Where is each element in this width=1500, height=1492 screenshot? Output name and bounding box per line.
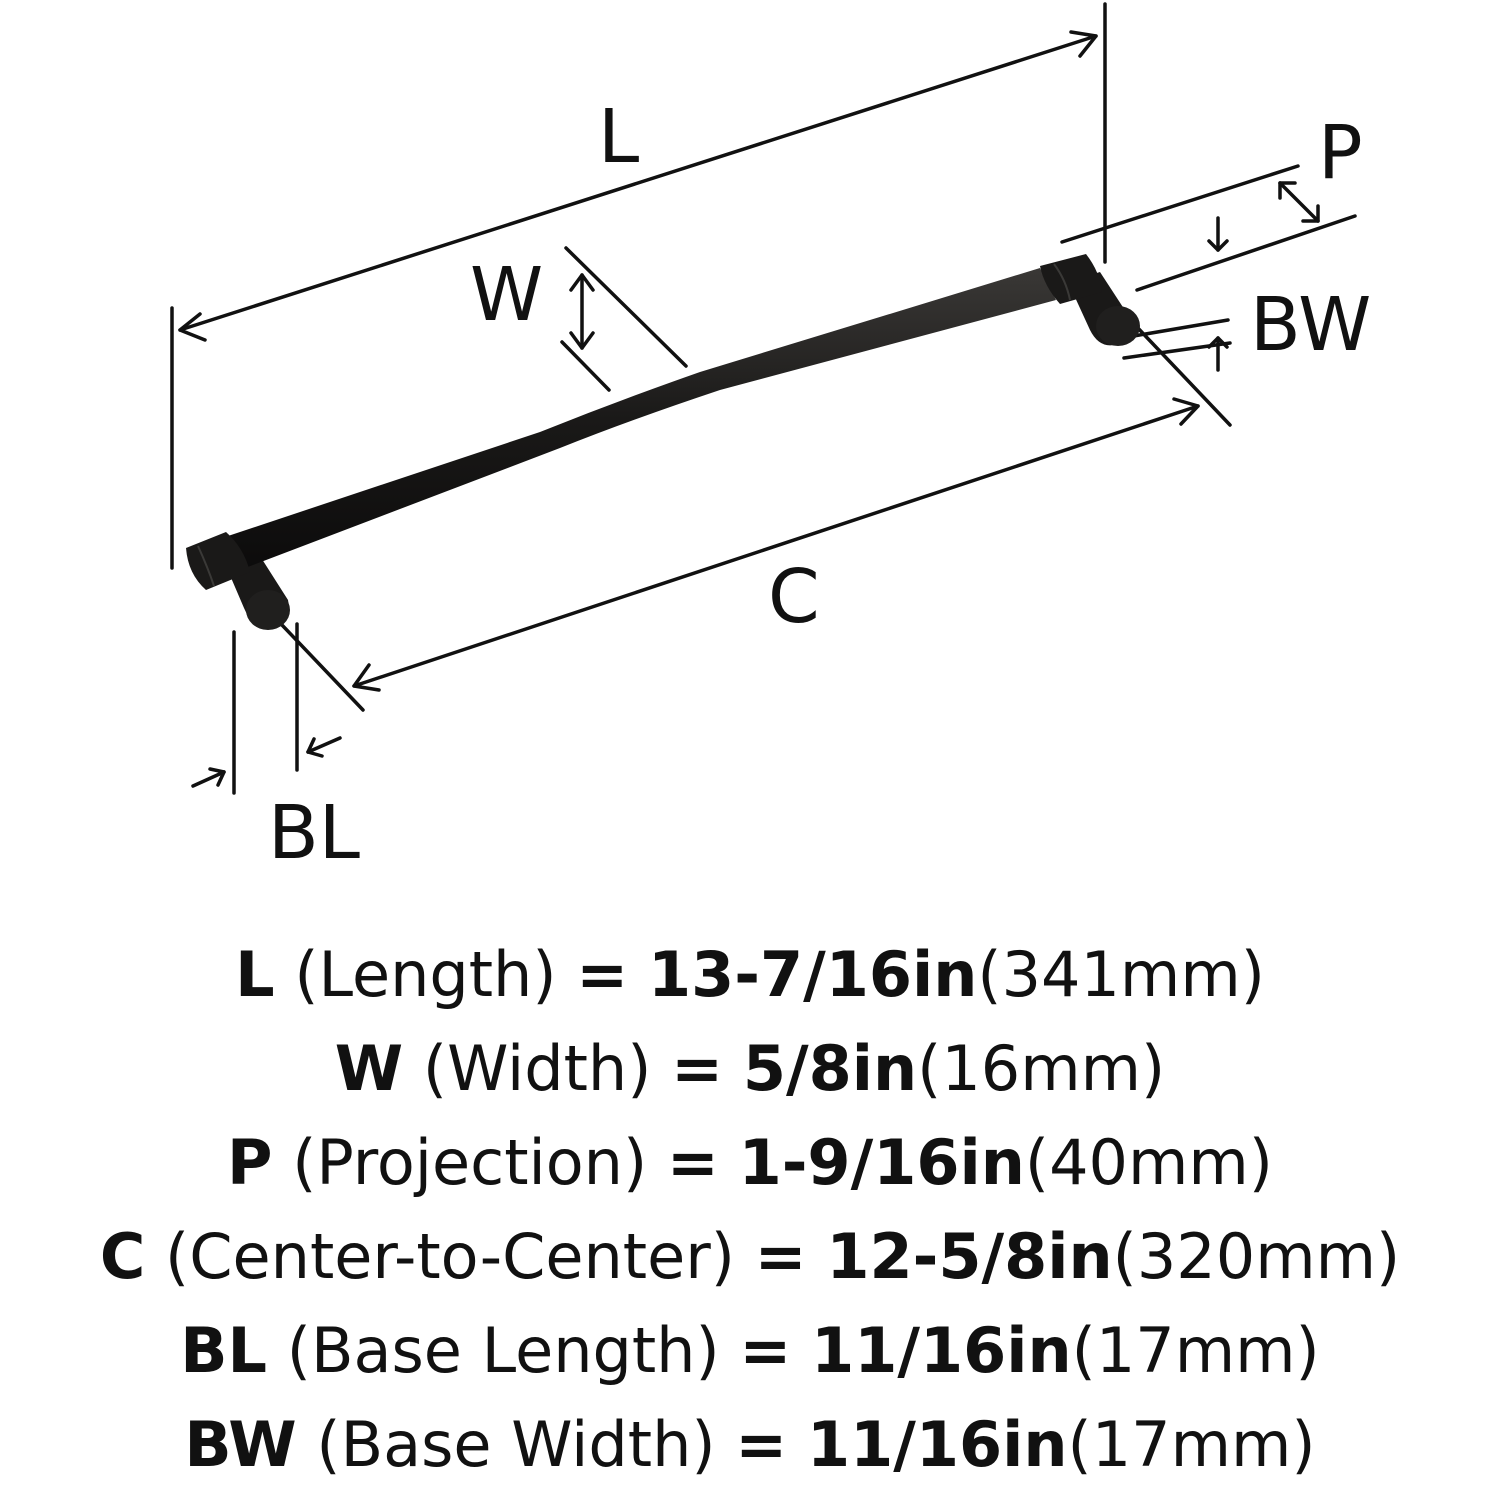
spec-code: P bbox=[227, 1126, 273, 1199]
w-extension-upper bbox=[564, 246, 688, 368]
p-extension-upper bbox=[1060, 164, 1300, 244]
left-end-cap bbox=[186, 532, 250, 590]
spec-metric: (341mm) bbox=[977, 938, 1265, 1011]
w-arrow-top bbox=[569, 273, 595, 292]
c-dimension-line bbox=[352, 404, 1200, 688]
spec-name: (Base Length) bbox=[286, 1314, 720, 1387]
spec-imperial: 11/16in bbox=[806, 1408, 1068, 1481]
spec-name: (Width) bbox=[422, 1032, 652, 1105]
bw-tick-arrow bbox=[1207, 336, 1229, 349]
label-p: P bbox=[1318, 110, 1363, 196]
spec-metric: (320mm) bbox=[1112, 1220, 1401, 1293]
label-l: L bbox=[598, 94, 639, 180]
label-bl: BL bbox=[268, 790, 360, 876]
p-dimension-line bbox=[1278, 181, 1320, 223]
c-arrow-right bbox=[1172, 397, 1200, 426]
spec-code: W bbox=[334, 1032, 404, 1105]
p-arrow-lower bbox=[1301, 204, 1320, 223]
spec-equals: = bbox=[754, 1220, 807, 1293]
label-c: C bbox=[768, 554, 820, 640]
bl-arrow-left-head bbox=[208, 767, 226, 787]
spec-row-base-length: BL (Base Length) = 11/16in(17mm) bbox=[0, 1304, 1500, 1398]
bar-body bbox=[222, 268, 1056, 570]
p-tick-arrow bbox=[1207, 239, 1229, 252]
l-dimension-line bbox=[178, 34, 1098, 332]
w-arrow-bottom bbox=[569, 331, 595, 350]
spec-imperial: 1-9/16in bbox=[738, 1126, 1025, 1199]
spec-equals: = bbox=[576, 938, 629, 1011]
spec-equals: = bbox=[666, 1126, 719, 1199]
p-arrow-upper bbox=[1278, 181, 1297, 200]
spec-imperial: 11/16in bbox=[811, 1314, 1072, 1387]
c-arrow-left bbox=[352, 663, 381, 692]
spec-imperial: 13-7/16in bbox=[647, 938, 978, 1011]
spec-row-base-width: BW (Base Width) = 11/16in(17mm) bbox=[0, 1398, 1500, 1492]
bl-arrow-left-shaft bbox=[191, 770, 226, 788]
spec-row-length: L (Length) = 13-7/16in(341mm) bbox=[0, 928, 1500, 1022]
spec-metric: (17mm) bbox=[1067, 1408, 1316, 1481]
spec-code: BL bbox=[180, 1314, 268, 1387]
spec-code: C bbox=[99, 1220, 146, 1293]
spec-row-width: W (Width) = 5/8in(16mm) bbox=[0, 1022, 1500, 1116]
spec-name: (Length) bbox=[294, 938, 557, 1011]
spec-code: BW bbox=[184, 1408, 297, 1481]
label-w: W bbox=[470, 252, 543, 338]
spec-name: (Base Width) bbox=[316, 1408, 716, 1481]
dimension-spec-list: L (Length) = 13-7/16in(341mm) W (Width) … bbox=[0, 928, 1500, 1492]
spec-equals: = bbox=[739, 1314, 792, 1387]
spec-code: L bbox=[235, 938, 275, 1011]
spec-name: (Projection) bbox=[292, 1126, 648, 1199]
l-arrow-left bbox=[178, 312, 207, 342]
p-extension-lower bbox=[1135, 214, 1357, 292]
bw-extension-lower bbox=[1122, 341, 1232, 360]
spec-metric: (17mm) bbox=[1071, 1314, 1320, 1387]
label-bw: BW bbox=[1250, 282, 1371, 368]
dimension-diagram: L W P BW C BL bbox=[170, 2, 1371, 876]
right-post-base bbox=[1096, 306, 1140, 346]
bl-arrow-right-shaft bbox=[306, 736, 342, 754]
w-extension-lower bbox=[560, 340, 611, 392]
spec-name: (Center-to-Center) bbox=[165, 1220, 735, 1293]
c-extension-right bbox=[1133, 323, 1232, 427]
spec-equals: = bbox=[735, 1408, 788, 1481]
left-post-base bbox=[246, 590, 290, 630]
spec-row-center-to-center: C (Center-to-Center) = 12-5/8in(320mm) bbox=[0, 1210, 1500, 1304]
spec-metric: (16mm) bbox=[917, 1032, 1166, 1105]
spec-imperial: 5/8in bbox=[742, 1032, 918, 1105]
spec-metric: (40mm) bbox=[1024, 1126, 1273, 1199]
spec-row-projection: P (Projection) = 1-9/16in(40mm) bbox=[0, 1116, 1500, 1210]
spec-imperial: 12-5/8in bbox=[826, 1220, 1113, 1293]
l-arrow-right bbox=[1069, 30, 1098, 58]
bl-arrow-right-head bbox=[306, 737, 324, 758]
spec-equals: = bbox=[671, 1032, 724, 1105]
bar-pull-handle bbox=[186, 254, 1140, 630]
